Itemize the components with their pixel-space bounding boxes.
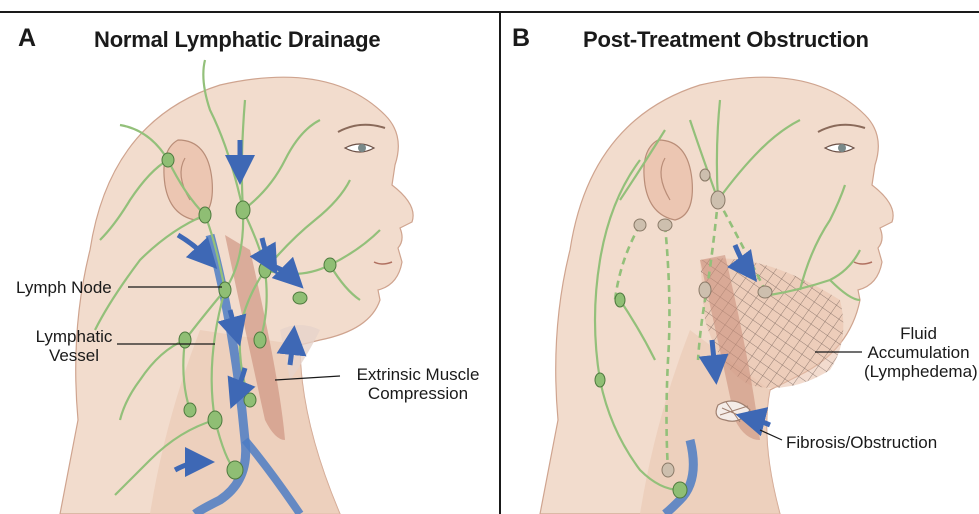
label-muscle-line2: Compression	[343, 384, 493, 403]
label-lymphatic-vessel-line2: Vessel	[30, 346, 118, 365]
label-fibrosis-obstruction: Fibrosis/Obstruction	[786, 433, 979, 452]
panel-a-title: Normal Lymphatic Drainage	[94, 27, 380, 53]
label-extrinsic-muscle-compression: Extrinsic Muscle Compression	[343, 365, 493, 403]
panel-b-letter: B	[512, 24, 530, 53]
panel-a-letter: A	[18, 24, 36, 53]
label-lymph-node: Lymph Node	[16, 278, 112, 297]
label-fluid-line3: (Lymphedema)	[858, 362, 979, 381]
panel-a-head	[60, 77, 413, 514]
label-lymphatic-vessel: Lymphatic Vessel	[30, 327, 118, 365]
label-fluid-accumulation: Fluid Accumulation (Lymphedema)	[858, 324, 979, 381]
label-fluid-line2: Accumulation	[858, 343, 979, 362]
label-muscle-line1: Extrinsic Muscle	[343, 365, 493, 384]
label-lymphatic-vessel-line1: Lymphatic	[30, 327, 118, 346]
panel-b-title: Post-Treatment Obstruction	[583, 27, 869, 53]
label-fluid-line1: Fluid	[858, 324, 979, 343]
